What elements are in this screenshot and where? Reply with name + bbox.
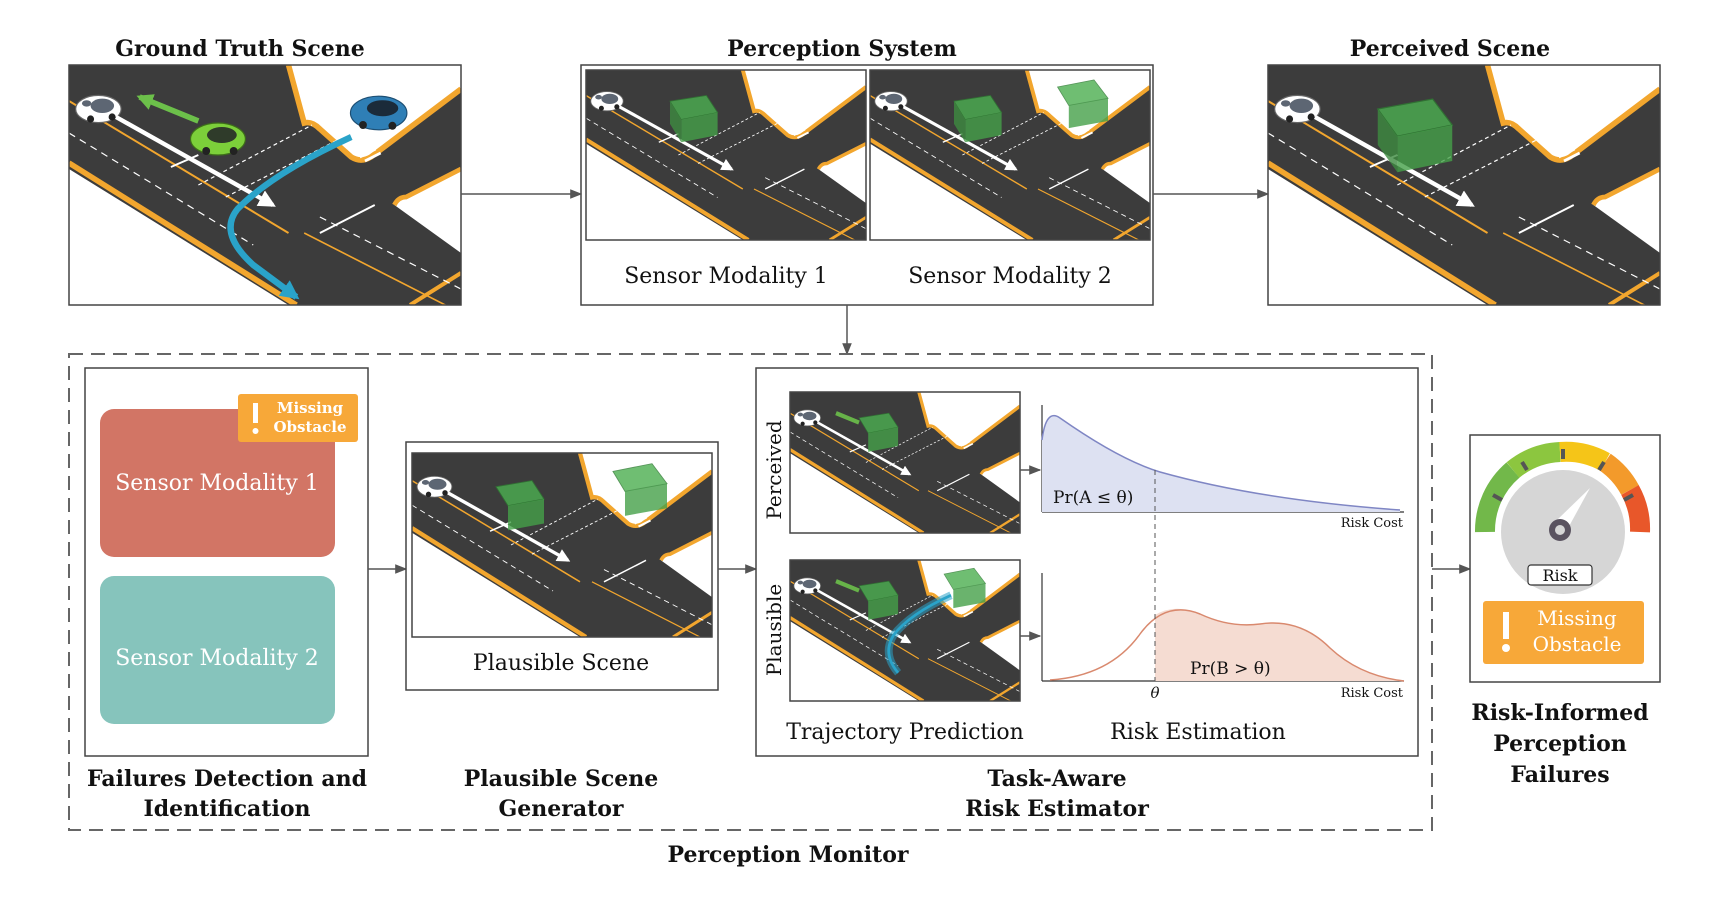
axis-label-risk-cost-top: Risk Cost [1341, 516, 1404, 531]
badge-small-line2: Obstacle [273, 418, 346, 436]
perceived-risk-plot: Pr(A ≤ θ) Risk Cost [1041, 405, 1404, 531]
risk-estimation-label: Risk Estimation [1110, 720, 1286, 745]
perceived-scene-image [1267, 64, 1661, 306]
sensor-modality-1-block [100, 409, 335, 557]
heading-perceived-scene: Perceived Scene [1350, 36, 1550, 62]
failures-caption-line1: Failures Detection and [87, 766, 367, 792]
perception-monitor-title: Perception Monitor [668, 842, 909, 868]
plausible-row-label: Plausible [762, 584, 786, 676]
sensor-modality-1-image [585, 69, 867, 241]
missing-obstacle-badge [1483, 601, 1644, 664]
risk-estimator-caption-line2: Risk Estimator [965, 796, 1149, 822]
plausible-trajectory-image [789, 559, 1021, 702]
badge-line2: Obstacle [1533, 632, 1622, 656]
warning-icon-dot [1502, 644, 1510, 652]
plausible-risk-area [1155, 608, 1404, 681]
sensor-modality-1-block-label: Sensor Modality 1 [115, 471, 319, 496]
risk-gauge-icon [1475, 441, 1651, 594]
sensor-modality-2-image [869, 69, 1151, 241]
heading-ground-truth: Ground Truth Scene [115, 36, 365, 62]
formula-pr-a: Pr(A ≤ θ) [1053, 488, 1133, 508]
axis-label-risk-cost-bottom: Risk Cost [1341, 686, 1404, 701]
plausible-generator-caption-line2: Generator [498, 796, 623, 822]
sensor-modality-2-label: Sensor Modality 2 [908, 264, 1112, 289]
risk-estimator-caption-line1: Task-Aware [987, 766, 1126, 792]
warning-icon [1503, 612, 1509, 639]
plausible-risk-curve [1049, 609, 1405, 682]
sensor-modality-2-block-label: Sensor Modality 2 [115, 646, 319, 671]
perceived-risk-curve [1041, 414, 1401, 511]
trajectory-prediction-label: Trajectory Prediction [786, 720, 1024, 745]
sensor-modality-2-block [100, 576, 335, 724]
output-caption-line2: Perception [1493, 731, 1627, 757]
badge-small-line1: Missing [277, 399, 344, 417]
ground-truth-scene-image [68, 64, 462, 306]
perceived-row-label: Perceived [762, 420, 786, 520]
badge-line1: Missing [1537, 606, 1617, 630]
perceived-trajectory-image [789, 391, 1021, 534]
plausible-risk-plot: Pr(B > θ) Risk Cost [1041, 573, 1405, 701]
warning-icon-small [253, 403, 258, 423]
plausible-scene-label: Plausible Scene [473, 651, 649, 676]
formula-pr-b: Pr(B > θ) [1190, 659, 1271, 679]
sensor-modality-1-label: Sensor Modality 1 [624, 264, 828, 289]
missing-obstacle-badge-small [238, 394, 358, 442]
gauge-label-box [1527, 564, 1593, 586]
theta-label: θ [1150, 684, 1159, 702]
warning-icon-small-dot [252, 428, 259, 434]
plausible-scene-image [411, 452, 713, 638]
perception-monitor-box [68, 353, 1433, 831]
gauge-label: Risk [1542, 566, 1577, 585]
plausible-generator-caption-line1: Plausible Scene [464, 766, 659, 792]
failures-caption-line2: Identification [143, 796, 310, 822]
heading-perception-system: Perception System [727, 36, 957, 62]
output-caption-line1: Risk-Informed [1471, 700, 1648, 726]
output-caption-line3: Failures [1510, 762, 1609, 788]
